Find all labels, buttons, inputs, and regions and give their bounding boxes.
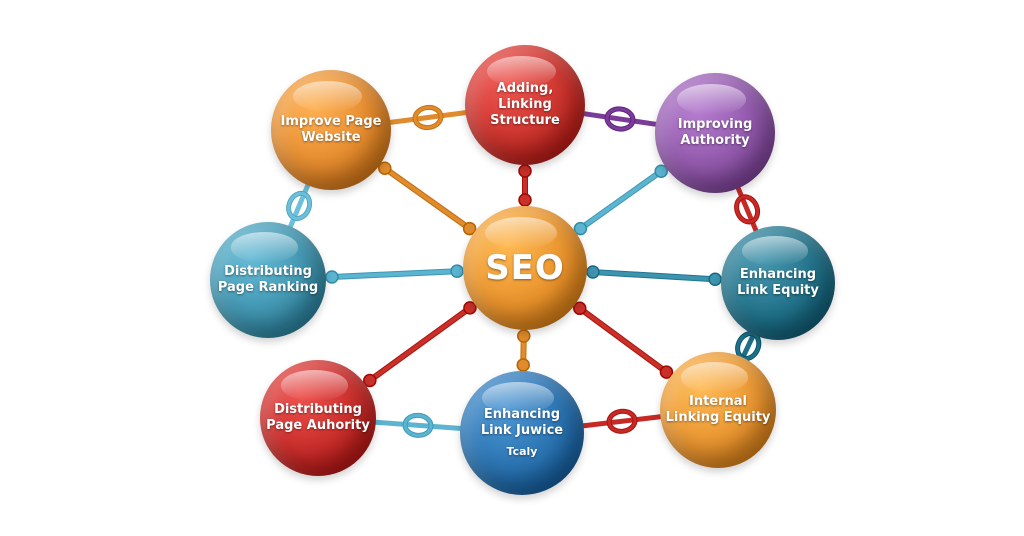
node-label-line: Improve Page <box>280 113 382 129</box>
node-improve-page-website: Improve Page Website <box>271 70 391 190</box>
node-label-line: Authority <box>680 133 750 148</box>
node-label-line: Internal <box>688 393 748 409</box>
node-label-line: Enhancing <box>739 266 817 282</box>
node-enhancing-link-juwice: Enhancing Link Juwice Tcaly <box>460 371 584 495</box>
node-label-line: Tcaly <box>506 445 538 459</box>
node-enhancing-link-equity: Enhancing Link Equity <box>721 226 835 340</box>
node-label-line: Link Equity <box>737 283 819 298</box>
node-label-line: Improving <box>677 116 753 132</box>
node-label-line: Linking <box>498 96 552 112</box>
node-label-line: Link Juwice <box>480 423 564 439</box>
node-label-line: Page Auhority <box>266 418 370 433</box>
node-label-line: Structure <box>490 113 560 129</box>
node-label-line: Adding, <box>496 80 554 96</box>
node-label-line: Enhancing <box>483 406 561 422</box>
node-distributing-page-authority: Distributing Page Auhority <box>260 360 376 476</box>
seo-center-label: SEO <box>485 247 565 288</box>
node-label-line: Page Ranking <box>217 280 319 295</box>
node-improving-authority: Improving Authority <box>655 73 775 193</box>
node-label-line: Website <box>301 130 361 145</box>
node-internal-linking-equity: Internal Linking Equity <box>660 352 776 468</box>
node-label-line: Linking Equity <box>665 410 771 425</box>
seo-center-node: SEO <box>463 206 587 330</box>
node-label-line: Distributing <box>224 263 312 279</box>
node-label-line: Distributing <box>274 401 362 417</box>
node-adding-linking-structure: Adding, Linking Structure <box>465 45 585 165</box>
node-distributing-page-ranking: Distributing Page Ranking <box>210 222 326 338</box>
